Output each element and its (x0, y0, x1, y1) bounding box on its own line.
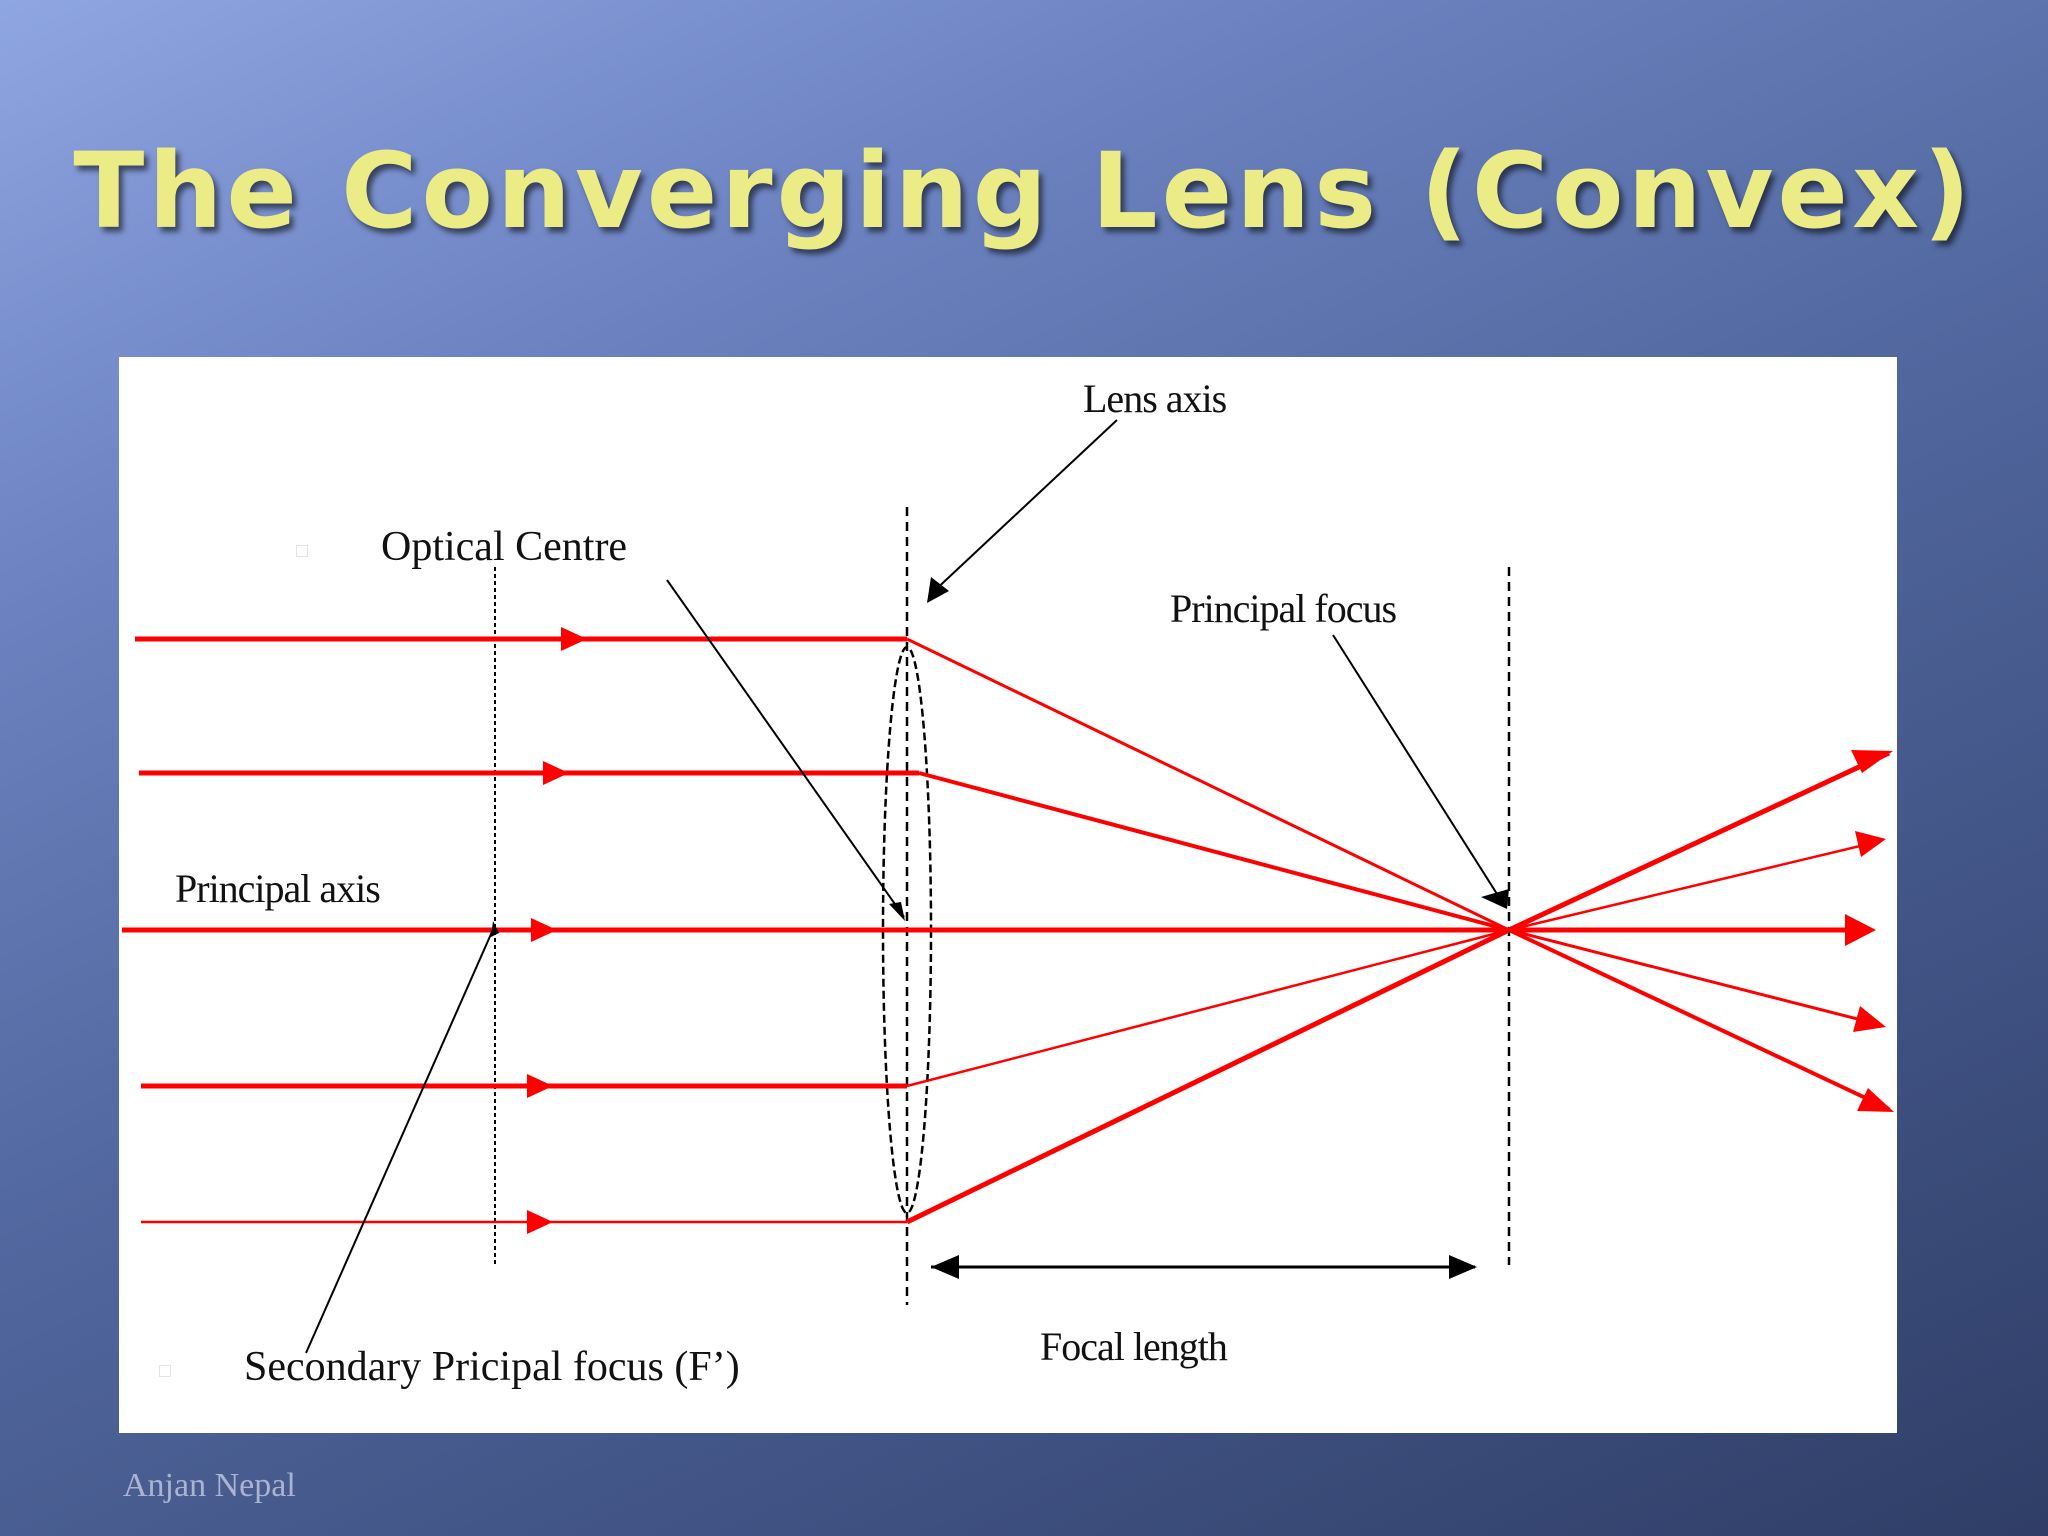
arrowhead (561, 627, 587, 651)
arrowhead (927, 577, 949, 603)
secondary-focus-leader (305, 924, 496, 1354)
ray-arrowheads (527, 627, 1894, 1234)
arrowhead (1481, 889, 1509, 909)
arrowhead (1857, 1088, 1894, 1112)
arrowhead (1845, 914, 1876, 946)
bullet-marker (296, 545, 308, 557)
lens-axis-leader (930, 419, 1118, 595)
annotation-leaders (305, 419, 1505, 1354)
arrowhead (1855, 831, 1886, 857)
arrowhead (527, 1210, 553, 1234)
refracted-ray-5 (905, 927, 1511, 1225)
arrowhead (1853, 1006, 1886, 1032)
diverging-ray-4 (1508, 928, 1882, 1027)
diverging-ray-5 (1508, 928, 1890, 1111)
footer-author: Anjan Nepal (123, 1467, 296, 1504)
arrowhead (491, 921, 499, 937)
lens-diagram: Lens axis Optical Centre Principal focus… (119, 357, 1897, 1433)
slide-title: The Converging Lens (Convex) (73, 130, 1975, 252)
secondary-principal-focus-label: Secondary Pricipal focus (F’) (244, 1344, 740, 1390)
arrowhead (889, 902, 905, 921)
arrowhead (543, 761, 569, 785)
arrowhead (1851, 750, 1893, 773)
bullet-marker (159, 1365, 171, 1377)
refracted-ray-2 (918, 771, 1510, 932)
diverging-rays (1507, 750, 1891, 1111)
arrowhead (527, 1074, 553, 1098)
arrowhead (1449, 1255, 1477, 1279)
diverging-ray-2 (1508, 839, 1882, 932)
lens-diagram-svg (122, 419, 1894, 1354)
principal-axis-label: Principal axis (175, 866, 381, 911)
annotation-arrowheads (491, 577, 1509, 1279)
principal-focus-label: Principal focus (1170, 586, 1397, 631)
incident-rays (122, 636, 1509, 1224)
refracted-ray-1 (906, 637, 1510, 932)
optical-centre-leader (666, 579, 905, 918)
arrowhead (531, 918, 557, 942)
refracted-rays (905, 637, 1511, 1225)
refracted-ray-4 (906, 928, 1510, 1088)
focal-length-label: Focal length (1040, 1324, 1228, 1369)
optical-centre-label: Optical Centre (381, 524, 628, 570)
arrowhead (931, 1255, 959, 1279)
diverging-ray-1 (1507, 750, 1891, 933)
lens-axis-label: Lens axis (1083, 376, 1227, 421)
principal-focus-leader (1332, 634, 1505, 906)
